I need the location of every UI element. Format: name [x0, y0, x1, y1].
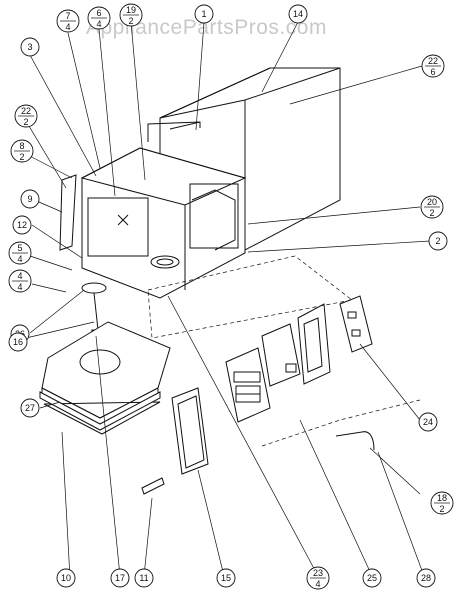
- callout-4-4-num: 4: [17, 271, 22, 281]
- callout-5-4-num: 5: [17, 243, 22, 253]
- mounting-bracket: [297, 303, 331, 385]
- callout-15-label: 15: [221, 573, 231, 583]
- callout-14: 14: [288, 4, 308, 24]
- callout-20-2-den: 2: [429, 208, 434, 218]
- callout-22-2: 22 2: [14, 104, 38, 128]
- callout-18-2-den: 2: [439, 504, 444, 514]
- callout-23-4: 23 4: [306, 566, 330, 590]
- callout-4-4: 4 4: [8, 269, 32, 293]
- callout-28-label: 28: [421, 573, 431, 583]
- callout-16: 16: [8, 332, 28, 352]
- callout-22-6-num: 22: [428, 56, 438, 66]
- callout-6-4-den: 4: [96, 19, 101, 29]
- callout-17-label: 17: [115, 573, 125, 583]
- callout-5-4-den: 4: [17, 254, 22, 264]
- door-handle-insert: [141, 477, 165, 495]
- callout-19-2-num: 19: [126, 5, 136, 15]
- callout-1: 1: [194, 4, 214, 24]
- callout-19-2: 19 2: [119, 3, 143, 27]
- base-plate: [41, 321, 171, 435]
- callout-1-label: 1: [201, 9, 206, 19]
- callout-22-2-den: 2: [23, 117, 28, 127]
- callout-23-4-num: 23: [313, 568, 323, 578]
- callout-9: 9: [20, 189, 40, 209]
- callout-3: 3: [20, 37, 40, 57]
- callout-9-label: 9: [27, 194, 32, 204]
- leader-lines: [25, 21, 431, 579]
- callout-19-2-den: 2: [128, 16, 133, 26]
- callout-25: 25: [362, 568, 382, 588]
- callout-20-2-num: 20: [427, 197, 437, 207]
- callout-22-6: 22 6: [421, 54, 445, 78]
- callout-22-2-num: 22: [21, 106, 31, 116]
- callout-11-label: 11: [139, 573, 148, 583]
- callout-28: 28: [416, 568, 436, 588]
- callout-10-label: 10: [61, 573, 71, 583]
- callout-27: 27: [20, 398, 40, 418]
- callout-7-4: 7 4: [56, 9, 80, 33]
- callout-2-label: 2: [435, 236, 440, 246]
- callout-2: 2: [428, 231, 448, 251]
- callout-6-4: 6 4: [87, 6, 111, 30]
- callout-24-label: 24: [423, 417, 433, 427]
- side-bracket: [339, 295, 373, 353]
- callout-8-2-den: 2: [19, 152, 24, 162]
- callout-12-label: 12: [17, 220, 27, 230]
- assembly-outline-lower: [261, 399, 421, 447]
- side-trim-strip: [59, 174, 77, 251]
- callout-22-6-den: 6: [430, 67, 435, 77]
- callout-8-2: 8 2: [10, 139, 34, 163]
- control-board: [261, 323, 301, 387]
- callout-11: 11: [134, 568, 154, 588]
- control-panel: [225, 347, 271, 423]
- callout-27-label: 27: [25, 403, 35, 413]
- callout-7-4-den: 4: [65, 22, 70, 32]
- callout-7-4-num: 7: [65, 11, 70, 21]
- callout-25-label: 25: [367, 573, 377, 583]
- callout-18-2-num: 18: [437, 493, 447, 503]
- callout-5-4: 5 4: [8, 241, 32, 265]
- callout-16-label: 16: [13, 337, 23, 347]
- callout-23-4-den: 4: [315, 579, 320, 589]
- callout-20-2: 20 2: [420, 195, 444, 219]
- callout-15: 15: [216, 568, 236, 588]
- callout-10: 10: [56, 568, 76, 588]
- callout-14-label: 14: [293, 9, 303, 19]
- callout-6-4-num: 6: [96, 8, 101, 18]
- watermark-text: AppliancePartsPros.com: [86, 16, 327, 39]
- power-cord: [335, 431, 375, 451]
- callout-12: 12: [12, 215, 32, 235]
- callout-24: 24: [418, 412, 438, 432]
- callout-4-4-den: 4: [17, 282, 22, 292]
- oven-cavity-chassis: [80, 147, 247, 299]
- callout-3-label: 3: [27, 42, 32, 52]
- callout-8-2-num: 8: [19, 141, 24, 151]
- callout-17: 17: [110, 568, 130, 588]
- glass-tray: [39, 391, 161, 431]
- outer-door: [171, 387, 209, 475]
- assembly-outline: [147, 255, 353, 339]
- callout-18-2: 18 2: [430, 491, 454, 515]
